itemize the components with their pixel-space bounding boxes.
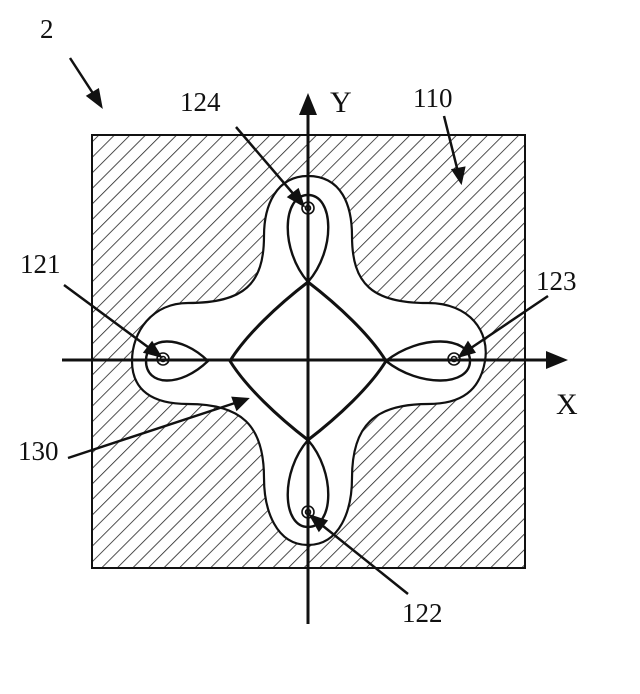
label-124: 124 (180, 87, 221, 117)
label-122: 122 (402, 598, 443, 628)
label-130: 130 (18, 436, 59, 466)
label-123: 123 (536, 266, 577, 296)
x-axis (62, 351, 568, 369)
x-axis-label: X (556, 388, 578, 421)
label-121: 121 (20, 249, 61, 279)
y-axis (299, 93, 317, 624)
label-110: 110 (413, 83, 453, 113)
leader-lines (63, 57, 549, 595)
figure-label: 2 (40, 14, 54, 44)
y-axis-label: Y (330, 86, 352, 119)
